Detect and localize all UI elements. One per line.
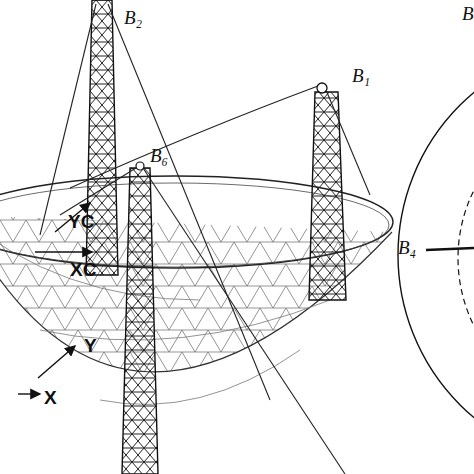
axis-label: Y xyxy=(84,336,97,355)
tower-label: B₁ xyxy=(352,66,370,85)
axis-label: X xyxy=(44,388,57,407)
tower-label: B₆ xyxy=(150,146,168,165)
tower-label: B₄ xyxy=(398,238,416,257)
axis-label: XC xyxy=(70,260,96,279)
axis-label: YC xyxy=(68,212,94,231)
tower-label: B xyxy=(462,4,474,23)
tower-label: B₂ xyxy=(124,8,142,27)
